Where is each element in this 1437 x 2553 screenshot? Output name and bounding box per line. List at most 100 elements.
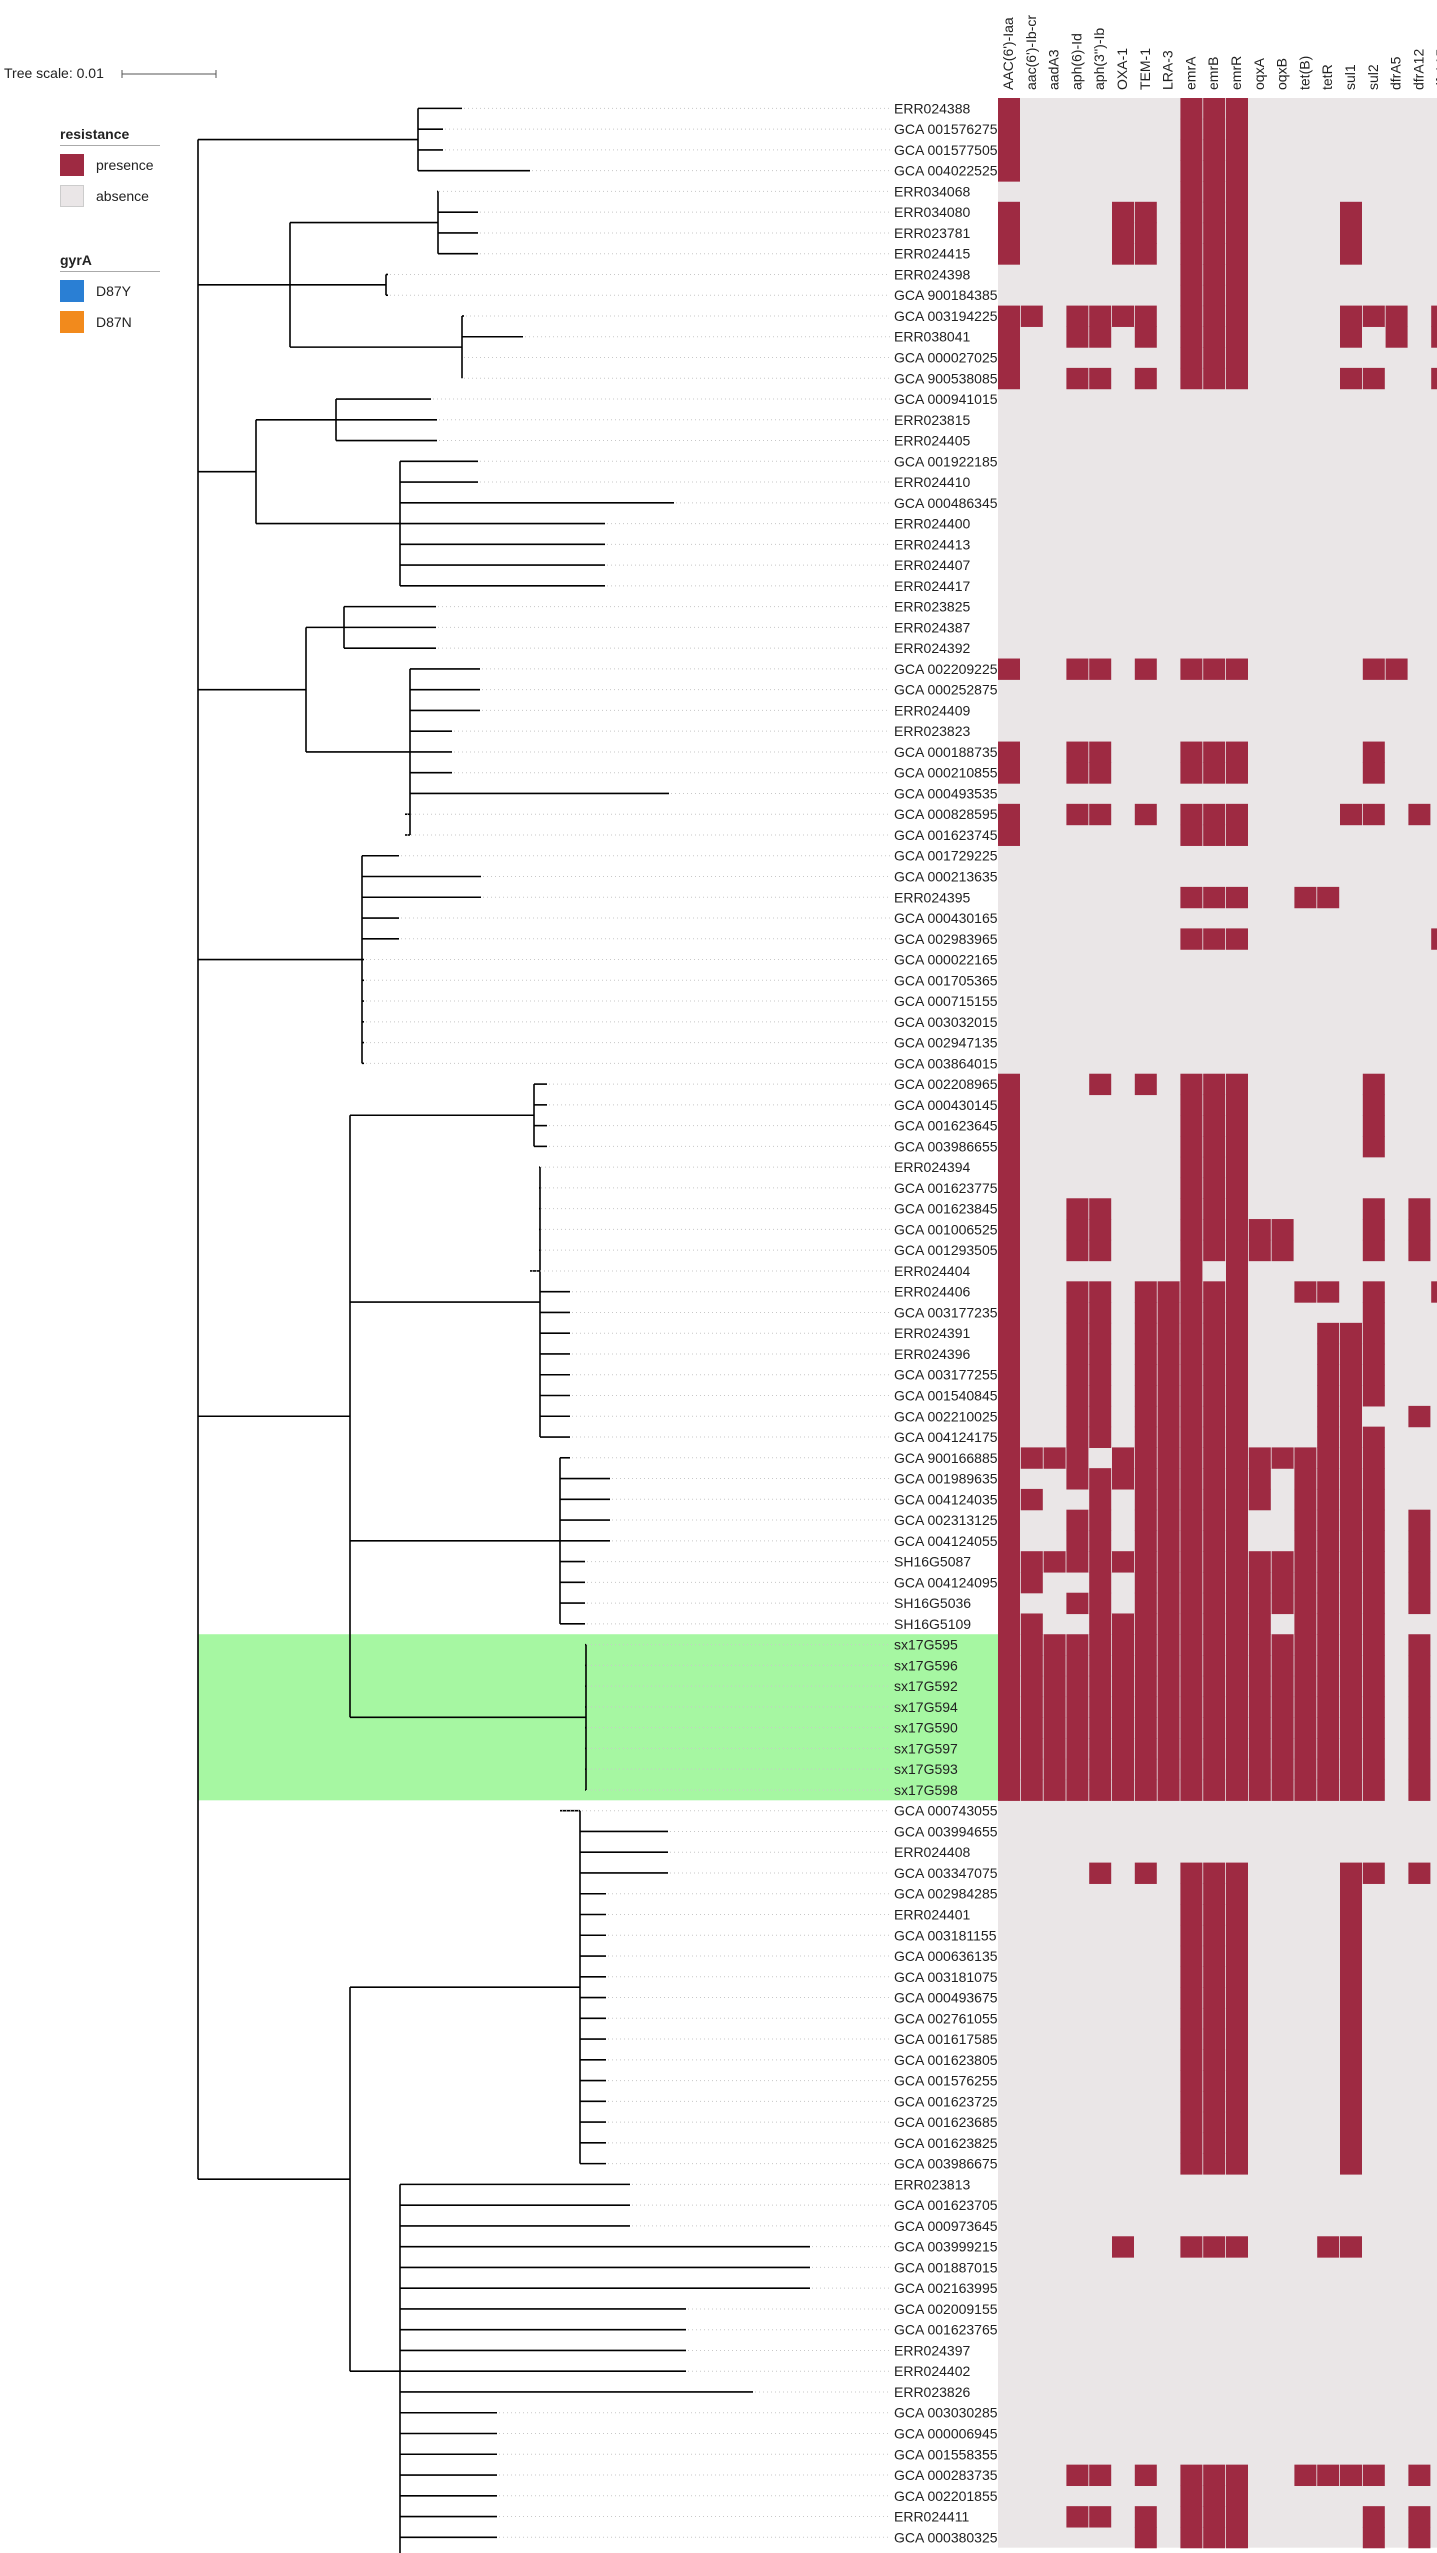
presence-cell	[1066, 1447, 1089, 1469]
legend-label-d87n: D87N	[96, 314, 132, 330]
taxon-label: GCA 001617585	[894, 2031, 998, 2047]
presence-cell	[1180, 2007, 1203, 2030]
taxon-label: GCA 000213635	[894, 869, 998, 885]
presence-cell	[1020, 1613, 1043, 1635]
presence-cell	[1203, 1571, 1226, 1594]
presence-cell	[1226, 139, 1248, 161]
presence-cell	[1134, 367, 1157, 390]
column-header: sul2	[1365, 64, 1381, 90]
presence-cell	[1226, 160, 1248, 182]
presence-cell	[998, 1281, 1020, 1303]
presence-cell	[1362, 1592, 1385, 1615]
presence-cell	[1294, 1779, 1317, 1801]
taxon-label: sx17G592	[894, 1678, 958, 1694]
presence-cell	[1226, 2153, 1248, 2175]
taxon-label: GCA 003999215	[894, 2239, 998, 2255]
column-header: oqxB	[1274, 58, 1290, 90]
presence-cell	[998, 1219, 1020, 1241]
presence-cell	[1340, 1924, 1362, 1947]
column-header: AAC(6')-Iaa	[1000, 17, 1016, 90]
presence-cell	[1066, 1322, 1089, 1345]
presence-cell	[1180, 1426, 1203, 1448]
presence-cell	[1248, 1675, 1271, 1698]
legend-label-d87y: D87Y	[96, 283, 132, 299]
presence-cell	[1203, 803, 1226, 826]
presence-cell	[1226, 1738, 1248, 1760]
presence-cell	[1226, 1717, 1248, 1739]
presence-cell	[1362, 1634, 1385, 1656]
taxon-label: ERR034080	[894, 204, 970, 220]
presence-cell	[1203, 1717, 1226, 1739]
taxon-label: ERR024408	[894, 1844, 970, 1860]
presence-cell	[1020, 1675, 1043, 1698]
presence-cell	[998, 326, 1020, 348]
presence-cell	[1180, 1530, 1203, 1552]
taxon-label: GCA 004124035	[894, 1491, 998, 1507]
presence-cell	[1180, 803, 1203, 826]
presence-cell	[1203, 1509, 1226, 1532]
presence-cell	[1180, 762, 1203, 784]
presence-cell	[1340, 1675, 1362, 1698]
presence-cell	[1362, 1302, 1385, 1324]
presence-cell	[1294, 1592, 1317, 1615]
presence-cell	[1066, 1426, 1089, 1448]
presence-cell	[1180, 326, 1203, 348]
presence-cell	[1362, 1779, 1385, 1801]
taxon-label: GCA 002983965	[894, 931, 998, 947]
taxon-label: GCA 004124055	[894, 1533, 998, 1549]
presence-cell	[1340, 326, 1362, 348]
presence-cell	[1226, 1592, 1248, 1615]
presence-cell	[1066, 1343, 1089, 1365]
presence-cell	[1203, 1385, 1226, 1407]
presence-cell	[1180, 1717, 1203, 1739]
presence-cell	[1180, 1094, 1203, 1116]
presence-cell	[998, 1426, 1020, 1448]
presence-cell	[1226, 118, 1248, 141]
presence-cell	[1134, 1592, 1157, 1615]
presence-cell	[998, 118, 1020, 141]
presence-cell	[1408, 1717, 1431, 1739]
presence-cell	[1362, 1115, 1385, 1137]
presence-cell	[1134, 1385, 1157, 1407]
presence-cell	[1340, 222, 1362, 244]
column-header: aac(6')-Ib-cr	[1023, 15, 1039, 90]
presence-cell	[1248, 1219, 1271, 1241]
presence-cell	[1362, 1073, 1385, 1096]
column-header: LRA-3	[1160, 50, 1176, 90]
presence-cell	[1226, 1385, 1248, 1407]
presence-cell	[1180, 1136, 1203, 1158]
presence-cell	[1226, 1675, 1248, 1698]
presence-cell	[1340, 1551, 1362, 1573]
taxon-label: GCA 001623725	[894, 2093, 998, 2109]
column-header: tet(B)	[1296, 56, 1312, 90]
taxon-label: ERR038041	[894, 329, 970, 345]
tree-scale-label: Tree scale: 0.01	[4, 65, 104, 81]
presence-cell	[998, 824, 1020, 846]
presence-cell	[1226, 1322, 1248, 1345]
taxon-label: GCA 000022165	[894, 952, 998, 968]
presence-cell	[1340, 1322, 1362, 1345]
presence-cell	[1340, 1571, 1362, 1594]
presence-cell	[1180, 1260, 1203, 1282]
presence-cell	[1226, 2132, 1248, 2154]
presence-cell	[1340, 1530, 1362, 1552]
presence-cell	[1203, 1613, 1226, 1635]
presence-cell	[1089, 1198, 1112, 1220]
presence-cell	[1180, 1302, 1203, 1324]
column-header: aadA3	[1046, 49, 1062, 90]
taxon-label: GCA 003181075	[894, 1969, 998, 1985]
taxon-label: GCA 001623765	[894, 2322, 998, 2338]
presence-cell	[1203, 201, 1226, 224]
presence-cell	[1226, 1073, 1248, 1096]
presence-cell	[1340, 1758, 1362, 1781]
presence-cell	[1089, 1302, 1112, 1324]
presence-cell	[1408, 1696, 1431, 1718]
presence-cell	[998, 1530, 1020, 1552]
presence-cell	[1362, 1322, 1385, 1345]
taxon-label: GCA 001623775	[894, 1180, 998, 1196]
presence-cell	[1043, 1696, 1066, 1718]
presence-cell	[1180, 1571, 1203, 1594]
presence-cell	[1134, 2506, 1157, 2528]
presence-cell	[1066, 1717, 1089, 1739]
presence-cell	[1180, 367, 1203, 390]
